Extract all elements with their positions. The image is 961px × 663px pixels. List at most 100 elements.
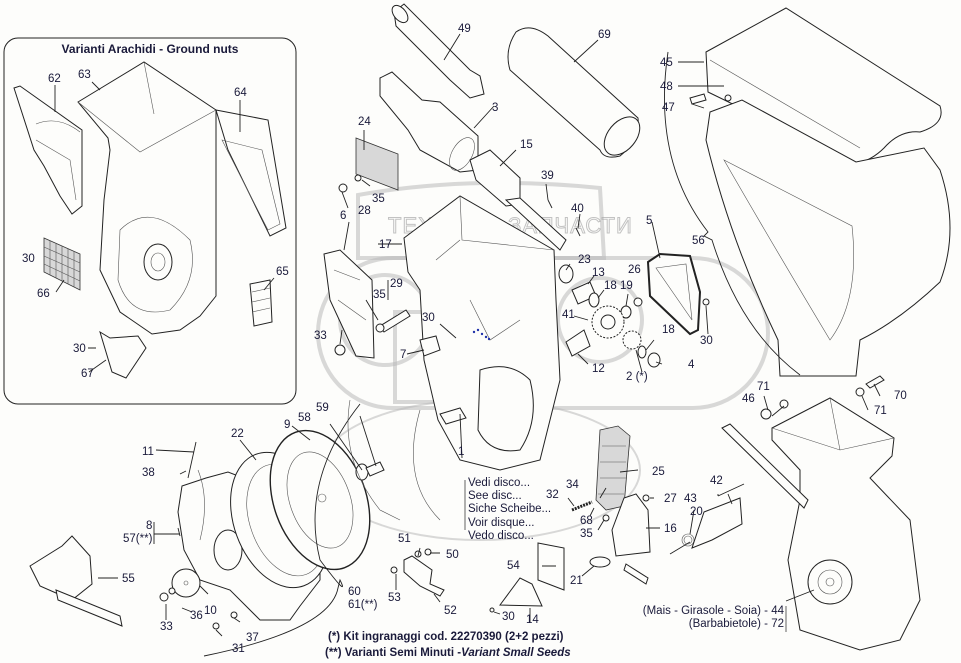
callout-33: 33 [314, 330, 327, 342]
variant-label-72: (Barbabietole) - 72 [689, 618, 784, 630]
part-6-side-plate [323, 249, 375, 359]
callout-15: 15 [520, 139, 533, 151]
callout-30: 30 [73, 343, 86, 355]
callout-18: 18 [604, 280, 617, 292]
footnote-small-seeds-prefix: (**) Varianti Semi Minuti - [325, 647, 461, 659]
part-27-screw [642, 494, 650, 502]
callout-66: 66 [37, 288, 50, 300]
inset-title: Varianti Arachidi - Ground nuts [62, 42, 239, 56]
callout-70: 70 [894, 390, 907, 402]
callout-18: 18 [662, 324, 675, 336]
part-32-68-spring [571, 500, 593, 512]
part-4-cap [647, 352, 661, 368]
callout-24: 24 [358, 116, 371, 128]
disc-ref-en: See disc... [468, 490, 522, 502]
callout-42: 42 [710, 475, 723, 487]
callout-54: 54 [507, 560, 520, 572]
callout-2: 2 (*) [626, 371, 648, 383]
part-63-hopper-body [77, 61, 217, 335]
callout-39: 39 [541, 170, 554, 182]
callout-33: 33 [160, 621, 173, 633]
callout-40: 40 [571, 203, 584, 215]
part-16-bracket [611, 493, 651, 557]
callout-47: 47 [662, 102, 675, 114]
footnote-kit: (*) Kit ingranaggi cod. 22270390 (2+2 pe… [328, 631, 564, 643]
part-1-bracket [439, 407, 467, 425]
callout-49: 49 [458, 23, 471, 35]
part-67-shield [99, 330, 147, 379]
callout-26: 26 [628, 264, 641, 276]
callout-19: 19 [620, 280, 633, 292]
part-49-shaft [391, 3, 485, 99]
part-30-screw-2 [489, 607, 495, 613]
disc-reference-list: Vedi disco... See disc... Siche Scheibe.… [468, 477, 551, 542]
blue-marker [472, 328, 491, 341]
part-56-hopper [705, 99, 951, 377]
part-10-cover [171, 568, 201, 598]
callout-64: 64 [234, 87, 247, 99]
part-20-spring [669, 533, 695, 555]
part-28-pin [338, 174, 362, 193]
leader-lines [98, 33, 881, 637]
variant-labels: (Mais - Girasole - Soia) - 44 (Barbabiet… [643, 605, 785, 630]
callout-16: 16 [664, 523, 677, 535]
part-5-gasket [646, 252, 702, 336]
variant-label-44: (Mais - Girasole - Soia) - 44 [643, 605, 785, 617]
callout-7: 7 [400, 349, 406, 361]
callout-48: 48 [660, 81, 673, 93]
callout-3: 3 [492, 102, 498, 114]
callout-59: 59 [316, 402, 329, 414]
callout-25: 25 [652, 466, 665, 478]
callout-46: 46 [742, 393, 755, 405]
callout-34: 34 [566, 479, 579, 491]
part-44-72-unit [721, 397, 921, 651]
callout-45: 45 [660, 57, 673, 69]
part-29-bolt [375, 309, 411, 333]
callout-35: 35 [372, 193, 385, 205]
disc-ref-es: Vedo disco... [468, 530, 534, 542]
callout-37: 37 [246, 632, 259, 644]
part-35-washer [602, 514, 610, 522]
callout-30: 30 [700, 335, 713, 347]
callout-13: 13 [592, 267, 605, 279]
part-33-nut [334, 344, 346, 356]
callout-labels: 49 69 3 15 24 35 28 6 39 40 17 23 13 18 … [122, 23, 907, 655]
callout-30: 30 [22, 253, 35, 265]
part-46-nut [760, 408, 772, 420]
callout-17: 17 [379, 239, 392, 251]
part-12-bushing [565, 329, 591, 357]
callout-57: 57(**) [123, 533, 153, 545]
callout-69: 69 [598, 29, 611, 41]
callout-31: 31 [232, 643, 245, 655]
part-40-pin [575, 227, 581, 237]
callout-27: 27 [664, 493, 677, 505]
callout-8: 8 [146, 520, 152, 532]
callout-9: 9 [284, 419, 290, 431]
part-42-rod [717, 483, 745, 497]
part-14-plate [499, 577, 543, 607]
part-39-pin [547, 199, 553, 209]
part-69-tube [507, 27, 641, 158]
footnote-small-seeds-variant: Variant Small Seeds [461, 647, 571, 659]
callout-23: 23 [578, 254, 591, 266]
part-47-48-screws [689, 93, 732, 105]
part-52-53-bracket [390, 548, 445, 597]
disc-ref-fr: Voir disque... [468, 517, 534, 529]
part-30-screw [702, 298, 710, 306]
callout-6: 6 [340, 210, 346, 222]
callout-68: 68 [580, 515, 593, 527]
callout-14: 14 [526, 614, 539, 626]
callout-20: 20 [690, 506, 703, 518]
part-71-washer-2 [855, 387, 865, 397]
callout-36: 36 [190, 610, 203, 622]
callout-63: 63 [78, 69, 91, 81]
callout-35: 35 [580, 528, 593, 540]
callout-60: 60 [348, 586, 361, 598]
callout-52: 52 [444, 605, 457, 617]
part-31-screw [212, 622, 220, 630]
callout-10: 10 [204, 605, 217, 617]
part-43-plate [691, 497, 743, 549]
part-26-screw [633, 297, 643, 307]
callout-11: 11 [142, 446, 154, 458]
part-54-plate [537, 542, 565, 591]
